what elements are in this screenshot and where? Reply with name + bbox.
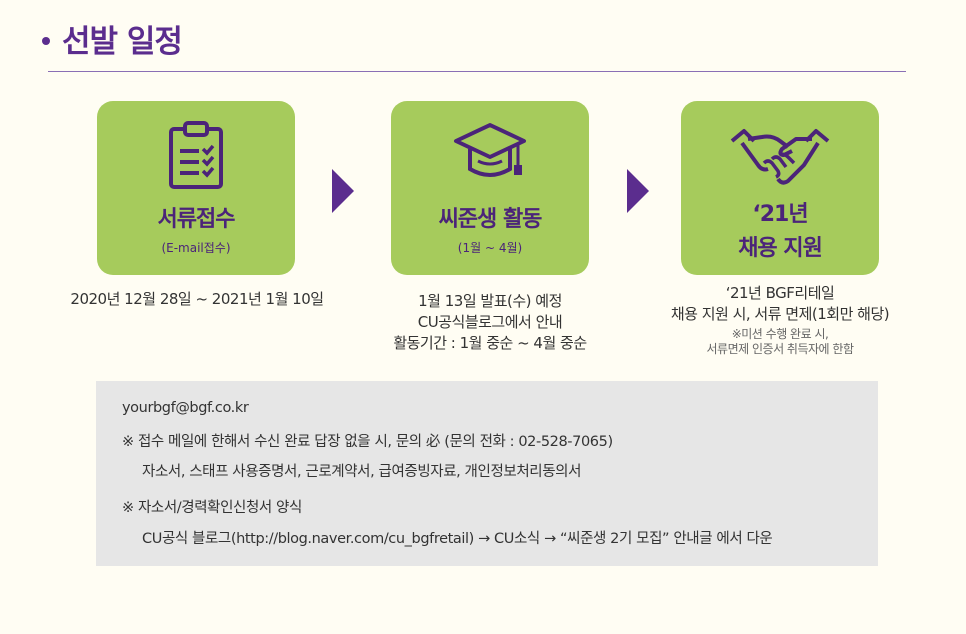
step2-desc-line: 활동기간 : 1월 중순 ~ 4월 중순 xyxy=(393,334,587,352)
step-label: 서류접수 xyxy=(157,207,236,232)
bullet-dot xyxy=(42,36,50,45)
required-documents: 자소서, 스태프 사용증명서, 근로계약서, 급여증빙자료, 개인정보처리동의서 xyxy=(142,464,582,480)
section-title: 선발 일정 xyxy=(62,24,183,60)
contact-email[interactable]: yourbgf@bgf.co.kr xyxy=(122,400,249,416)
notice-receipt: ※ 접수 메일에 한해서 수신 완료 답장 없을 시, 문의 必 (문의 전화 … xyxy=(122,434,613,450)
step-document-submission: 서류접수 (E-mail접수) xyxy=(97,101,295,275)
info-box: yourbgf@bgf.co.kr ※ 접수 메일에 한해서 수신 완료 답장 … xyxy=(96,381,878,566)
step-label: 씨준생 활동 xyxy=(438,207,543,232)
clipboard-checklist-icon xyxy=(97,121,295,191)
section-header: 선발 일정 xyxy=(42,16,183,61)
next-arrow-icon xyxy=(627,169,649,213)
step3-desc-line: 채용 지원 시, 서류 면제(1회만 해당) xyxy=(670,305,890,323)
step-sub: (E-mail접수) xyxy=(161,241,231,255)
step-label-line1: ‘21년 xyxy=(752,202,808,227)
step-label-line2: 채용 지원 xyxy=(738,236,823,261)
step-label: ‘21년 채용 지원 xyxy=(681,198,879,266)
graduation-cap-icon xyxy=(391,121,589,189)
step3-description: ‘21년 BGF리테일 채용 지원 시, 서류 면제(1회만 해당) ※미션 수… xyxy=(640,283,920,357)
handshake-icon xyxy=(681,125,879,189)
step2-desc-line: 1월 13일 발표(수) 예정 xyxy=(418,292,562,310)
step-sub: (1월 ~ 4월) xyxy=(457,241,523,255)
step2-description: 1월 13일 발표(수) 예정 CU공식블로그에서 안내 활동기간 : 1월 중… xyxy=(365,291,615,354)
step-hiring-application: ‘21년 채용 지원 xyxy=(681,101,879,275)
step1-description: 2020년 12월 28일 ~ 2021년 1월 10일 xyxy=(70,290,324,308)
blog-download-path: CU공식 블로그(http://blog.naver.com/cu_bgfret… xyxy=(142,531,773,547)
step-activity: 씨준생 활동 (1월 ~ 4월) xyxy=(391,101,589,275)
notice-forms: ※ 자소서/경력확인신청서 양식 xyxy=(122,500,302,516)
next-arrow-icon xyxy=(332,169,354,213)
title-divider xyxy=(48,71,906,72)
step3-desc-line: ‘21년 BGF리테일 xyxy=(725,284,835,302)
step3-note-line: 서류면제 인증서 취득자에 한함 xyxy=(706,342,854,356)
step3-note-line: ※미션 수행 완료 시, xyxy=(731,327,829,341)
step2-desc-line: CU공식블로그에서 안내 xyxy=(417,313,563,331)
